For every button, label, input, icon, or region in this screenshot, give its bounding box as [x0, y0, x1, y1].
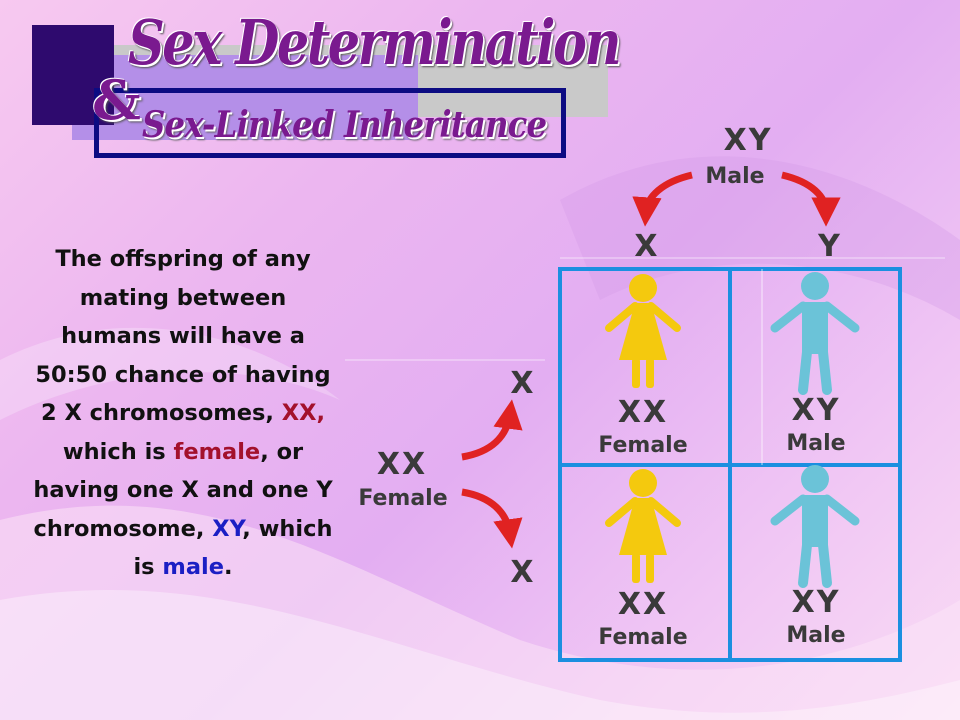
page-subtitle: Sex-Linked Inheritance: [142, 104, 547, 146]
cell-sex: Female: [598, 625, 687, 650]
arrow-mother-x-bottom: [461, 488, 523, 549]
father-sex: Male: [705, 164, 764, 189]
title-bar-lavender: [72, 55, 418, 140]
cell-genotype: XX: [618, 587, 668, 622]
punnett-cell-bottom-left: XX Female: [598, 469, 688, 650]
cell-sex: Female: [598, 433, 687, 458]
punnett-cell-top-left: XX Female: [598, 274, 688, 458]
text-part: The offspring of any mating between huma…: [35, 246, 331, 426]
punnett-cell-top-right: XY Male: [775, 272, 855, 456]
arrow-father-y: [781, 171, 841, 227]
text-part: , or having one X and one Y chromosome,: [33, 438, 333, 542]
cell-sex: Male: [786, 623, 845, 648]
male-highlight: male: [162, 554, 224, 580]
male-figure-icon: [775, 465, 855, 583]
genotype-xy-highlight: XY: [212, 515, 243, 542]
female-figure-icon: [609, 274, 677, 388]
father-allele-x: X: [634, 229, 657, 264]
title-ampersand: &: [92, 68, 141, 132]
genotype-xx-highlight: XX,: [281, 400, 326, 426]
male-figure-icon: [775, 272, 855, 390]
page-title: Sex Determination: [128, 6, 621, 79]
text-part: ,: [242, 515, 251, 542]
subtitle-frame: [94, 88, 566, 158]
punnett-cell-bottom-right: XY Male: [775, 465, 855, 648]
mother-allele-x-top: X: [510, 366, 533, 401]
cell-sex: Male: [786, 431, 845, 456]
mother-allele-x-bottom: X: [510, 555, 533, 590]
title-square-dark: [32, 25, 114, 125]
cell-genotype: XY: [792, 585, 841, 620]
cell-genotype: XX: [618, 395, 668, 430]
father-genotype: XY: [724, 123, 773, 158]
explanation-text: The offspring of any mating between huma…: [30, 240, 336, 587]
arrow-mother-x-top: [461, 399, 523, 461]
punnett-grid: [558, 267, 902, 662]
female-highlight: female: [173, 438, 261, 465]
female-figure-icon: [609, 469, 677, 583]
text-part: which is: [62, 438, 166, 465]
text-part: which is: [133, 515, 333, 581]
text-part: .: [224, 554, 233, 580]
cell-genotype: XY: [792, 393, 841, 428]
arrow-father-x: [632, 171, 693, 227]
mother-genotype: XX: [377, 447, 427, 482]
father-allele-y: Y: [817, 229, 841, 264]
mother-sex: Female: [358, 486, 447, 511]
